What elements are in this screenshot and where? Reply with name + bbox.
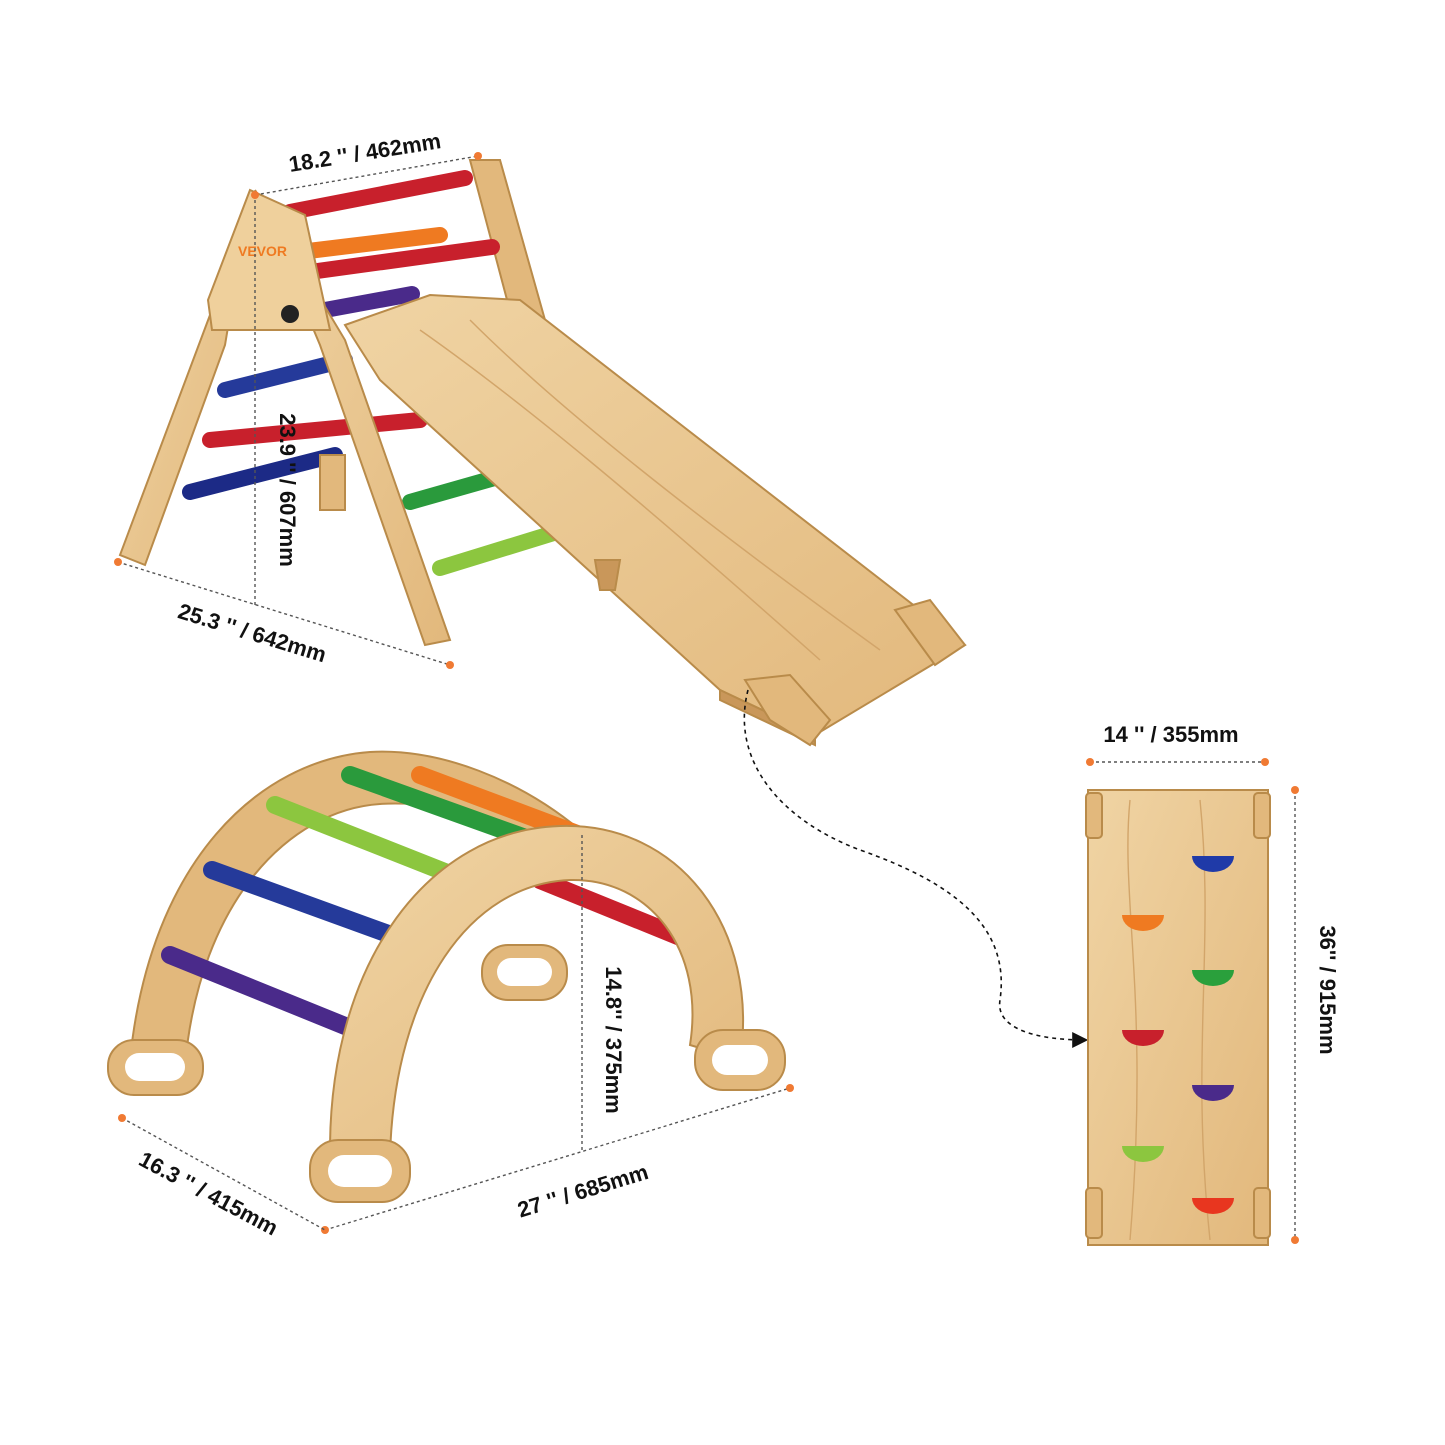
board-hook-bottom-left (1085, 1187, 1103, 1239)
arch-rung-purple (161, 946, 364, 1039)
arch-rung-yellow-green (266, 796, 474, 889)
hinge-knob-icon (281, 305, 299, 323)
ramp-support-leg (593, 559, 622, 591)
climbing-hold-icon (1122, 915, 1164, 931)
dim-dot (474, 152, 482, 160)
climbing-hold-icon (1192, 1198, 1234, 1214)
dim-dot (786, 1084, 794, 1092)
board-hook-bottom-right (1253, 1187, 1271, 1239)
dim-line-triangle-depth (117, 561, 451, 666)
wood-grain (419, 319, 881, 661)
dim-dot (446, 661, 454, 669)
climbing-board-panel (1087, 789, 1269, 1246)
rung-purple (317, 286, 420, 318)
dim-dot (1261, 758, 1269, 766)
rung-orange (292, 227, 448, 260)
arch-rung-orange (411, 766, 589, 844)
triangle-width-label: 18.2 '' / 462mm (287, 128, 443, 177)
climbing-hold-icon (1122, 1146, 1164, 1162)
arch-depth-label: 16.3 '' / 415mm (135, 1146, 282, 1240)
rung-red-3 (202, 412, 428, 448)
arch-foot-hole (712, 1045, 768, 1075)
dim-dot (1291, 786, 1299, 794)
climbing-board (1085, 789, 1271, 1246)
board-dimensions: 14 '' / 355mm 36'' / 915mm (1086, 722, 1340, 1244)
arch-rung-blue (203, 861, 414, 949)
arch-foot-hole (328, 1155, 392, 1187)
dim-dot (321, 1226, 329, 1234)
arch-rocker (107, 750, 786, 1203)
rung-blue (217, 352, 353, 398)
rung-navy (182, 447, 343, 500)
climbing-hold-icon (1192, 970, 1234, 986)
dim-dot (114, 558, 122, 566)
arch-foot-hole (125, 1053, 185, 1081)
board-hook-top-right (1253, 792, 1271, 839)
ramp-hook-left (743, 673, 832, 747)
dim-dot (251, 191, 259, 199)
rung-red-top (282, 170, 473, 220)
dim-line-triangle-width (254, 155, 479, 196)
dim-dot (1086, 758, 1094, 766)
climbing-hold-icon (1192, 1085, 1234, 1101)
climbing-hold-icon (1122, 1030, 1164, 1046)
board-width-label: 14 '' / 355mm (1103, 722, 1238, 747)
triangle-top-plate (206, 188, 332, 331)
flip-arrow-icon (743, 689, 1089, 1048)
climbing-hold-icon (1192, 856, 1234, 872)
dim-dot (1291, 1236, 1299, 1244)
triangle-height-label: 23.9 '' / 607mm (275, 413, 300, 567)
arch-height-label: 14.8'' / 375mm (601, 966, 626, 1113)
arch-width-label: 27 '' / 685mm (514, 1159, 651, 1222)
board-length-label: 36'' / 915mm (1315, 925, 1340, 1054)
arch-foot-hole (497, 958, 552, 986)
pikler-triangle: VEVOR (118, 159, 967, 747)
dim-line-arch-depth (121, 1117, 326, 1231)
ramp-hook-right (893, 598, 967, 667)
triangle-rear-support (319, 454, 346, 511)
rung-red-2 (302, 239, 500, 280)
dim-dot (118, 1114, 126, 1122)
board-hook-top-left (1085, 792, 1103, 839)
triangle-depth-label: 25.3 '' / 642mm (175, 598, 329, 667)
brand-logo: VEVOR (238, 243, 287, 259)
